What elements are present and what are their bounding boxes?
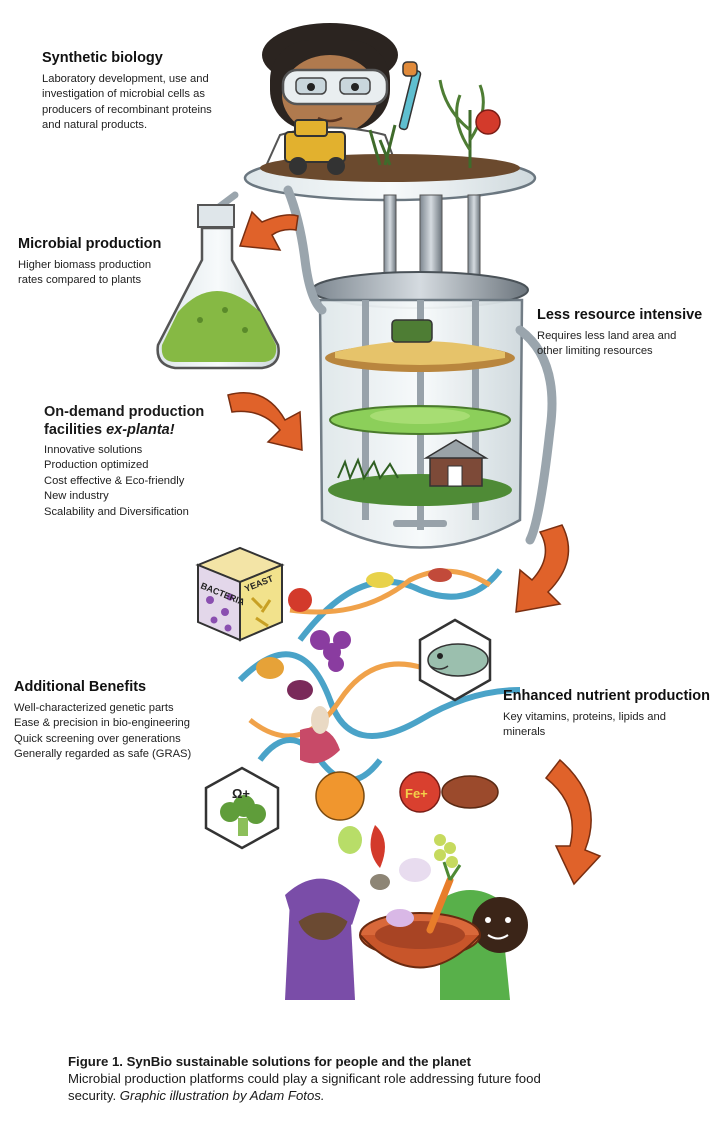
caption-body-plain: security. bbox=[68, 1088, 120, 1103]
microbial-production-line: rates compared to plants bbox=[18, 274, 142, 287]
synthetic-biology-line: Laboratory development, use and bbox=[42, 73, 209, 85]
microbial-production-block: Microbial production Higher biomass prod… bbox=[18, 236, 198, 289]
omega-label: Ω+ bbox=[232, 786, 250, 801]
less-resource-line: other limiting resources bbox=[537, 345, 653, 358]
dna-helix bbox=[237, 568, 521, 783]
enhanced-nutrient-title: Enhanced nutrient production bbox=[503, 688, 711, 704]
food-items bbox=[256, 568, 452, 764]
on-demand-line: Scalability and Diversification bbox=[44, 505, 189, 518]
microbe-cube: BACTERIA YEAST bbox=[195, 546, 285, 642]
people-with-bowl bbox=[285, 861, 528, 1000]
less-resource-title: Less resource intensive bbox=[537, 307, 703, 323]
petri-dish bbox=[243, 79, 537, 202]
broccoli-hexagon: Ω+ bbox=[204, 766, 280, 850]
less-resource-line: Requires less land area and bbox=[537, 330, 677, 342]
on-demand-line: Innovative solutions bbox=[44, 444, 143, 456]
synthetic-biology-title: Synthetic biology bbox=[42, 50, 163, 66]
caption-title: Figure 1. SynBio sustainable solutions f… bbox=[68, 1054, 472, 1069]
on-demand-title-italic: ex-planta! bbox=[106, 422, 175, 438]
on-demand-title-2: facilities ex-planta! bbox=[44, 421, 244, 439]
additional-benefits-block: Additional Benefits Well-characterized g… bbox=[14, 679, 214, 763]
on-demand-title-plain: facilities bbox=[44, 422, 107, 438]
additional-benefits-line: Quick screening over generations bbox=[14, 732, 181, 745]
iron-label: Fe+ bbox=[405, 786, 428, 801]
additional-benefits-line: Generally regarded as safe (GRAS) bbox=[14, 748, 192, 761]
bioreactor bbox=[311, 194, 529, 549]
additional-benefits-title: Additional Benefits bbox=[14, 679, 147, 695]
additional-benefits-line: Ease & precision in bio-engineering bbox=[14, 717, 191, 730]
microbial-production-title: Microbial production bbox=[18, 236, 162, 252]
enhanced-nutrient-block: Enhanced nutrient production Key vitamin… bbox=[503, 688, 717, 741]
on-demand-line: New industry bbox=[44, 490, 109, 503]
enhanced-nutrient-line: minerals bbox=[503, 726, 546, 739]
less-resource-block: Less resource intensive Requires less la… bbox=[537, 307, 717, 360]
synthetic-biology-line: and natural products. bbox=[42, 119, 148, 132]
synthetic-biology-line: producers of recombinant proteins bbox=[42, 103, 212, 116]
caption-credit: Graphic illustration by Adam Fotos. bbox=[119, 1088, 325, 1103]
additional-benefits-line: Well-characterized genetic parts bbox=[14, 702, 174, 714]
caption-body-line-2: security. Graphic illustration by Adam F… bbox=[68, 1087, 708, 1104]
flow-arrows bbox=[227, 210, 602, 886]
microbial-production-line: Higher biomass production bbox=[18, 259, 152, 271]
figure-caption: Figure 1. SynBio sustainable solutions f… bbox=[68, 1053, 708, 1104]
synthetic-biology-block: Synthetic biology Laboratory development… bbox=[42, 50, 262, 134]
scientist-figure bbox=[260, 23, 422, 176]
culture-flask bbox=[156, 204, 280, 370]
on-demand-block: On-demand production facilities ex-plant… bbox=[44, 403, 244, 520]
synthetic-biology-line: investigation of microbial cells as bbox=[42, 88, 205, 101]
on-demand-line: Cost effective & Eco-friendly bbox=[44, 474, 185, 487]
caption-body-line: Microbial production platforms could pla… bbox=[68, 1071, 541, 1086]
on-demand-line: Production optimized bbox=[44, 459, 149, 472]
enhanced-nutrient-line: Key vitamins, proteins, lipids and bbox=[503, 711, 666, 723]
fish-hexagon bbox=[418, 618, 492, 702]
on-demand-title: On-demand production bbox=[44, 404, 205, 420]
falling-foods: Fe+ bbox=[315, 771, 499, 890]
